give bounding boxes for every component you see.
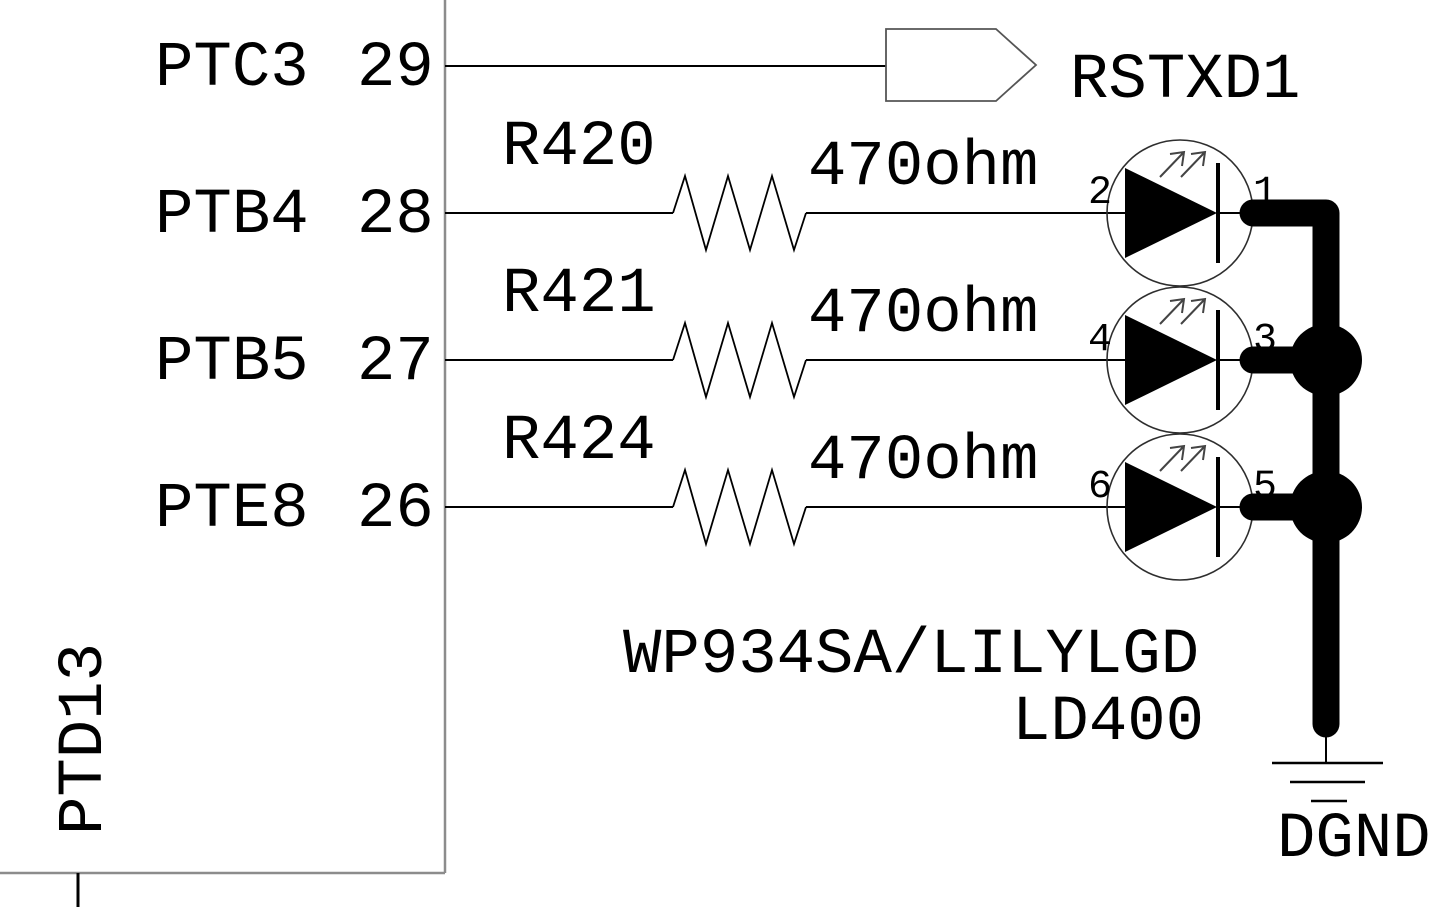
ground-symbol <box>1272 724 1383 803</box>
led2-cathode-pin-number: 3 <box>1253 318 1278 363</box>
led3-anode-triangle <box>1125 462 1217 552</box>
junction-dot-2 <box>1290 471 1362 543</box>
resistor-value-r421: 470ohm <box>808 279 1039 351</box>
led3-cathode-pin-number: 5 <box>1253 465 1278 510</box>
led1-cathode-pin-number: 1 <box>1253 171 1278 216</box>
led1-emission-arrows-icon <box>1159 150 1207 178</box>
led2-anode-triangle <box>1125 315 1217 405</box>
led-symbol-1 <box>1106 139 1254 287</box>
led2-anode-pin-number: 4 <box>1088 318 1113 363</box>
pin-number-27: 27 <box>357 327 434 399</box>
led1-anode-triangle <box>1125 168 1217 258</box>
pin-name-pte8: PTE8 <box>155 474 309 546</box>
pin-number-29: 29 <box>357 33 434 105</box>
led2-emission-arrows-icon <box>1159 297 1207 325</box>
ground-net-label: DGND <box>1277 804 1431 876</box>
resistor-ref-r420: R420 <box>502 112 656 184</box>
led-symbol-3 <box>1106 433 1254 581</box>
resistor-symbol-r424 <box>672 466 807 548</box>
junction-dot-1 <box>1290 324 1362 396</box>
led-symbol-2 <box>1106 286 1254 434</box>
pin-name-ptb4: PTB4 <box>155 180 309 252</box>
net-flag-symbol <box>885 28 1038 102</box>
resistor-ref-r421: R421 <box>502 259 656 331</box>
pin-name-ptd13: PTD13 <box>49 642 121 836</box>
resistor-value-r424: 470ohm <box>808 426 1039 498</box>
pin-number-26: 26 <box>357 474 434 546</box>
led3-emission-arrows-icon <box>1159 444 1207 472</box>
net-flag-label: RSTXD1 <box>1070 45 1301 117</box>
resistor-ref-r424: R424 <box>502 406 656 478</box>
pin-name-ptb5: PTB5 <box>155 327 309 399</box>
led-part-label: WP934SA/LILYLGD <box>623 620 1200 692</box>
pin-name-ptc3: PTC3 <box>155 33 309 105</box>
ground-bus <box>1239 199 1340 738</box>
led-ref-label: LD400 <box>1012 687 1205 759</box>
led1-anode-pin-number: 2 <box>1088 171 1113 216</box>
pin-number-28: 28 <box>357 180 434 252</box>
resistor-symbol-r421 <box>672 319 807 401</box>
resistor-symbol-r420 <box>672 172 807 254</box>
led3-anode-pin-number: 6 <box>1088 465 1113 510</box>
resistor-value-r420: 470ohm <box>808 132 1039 204</box>
